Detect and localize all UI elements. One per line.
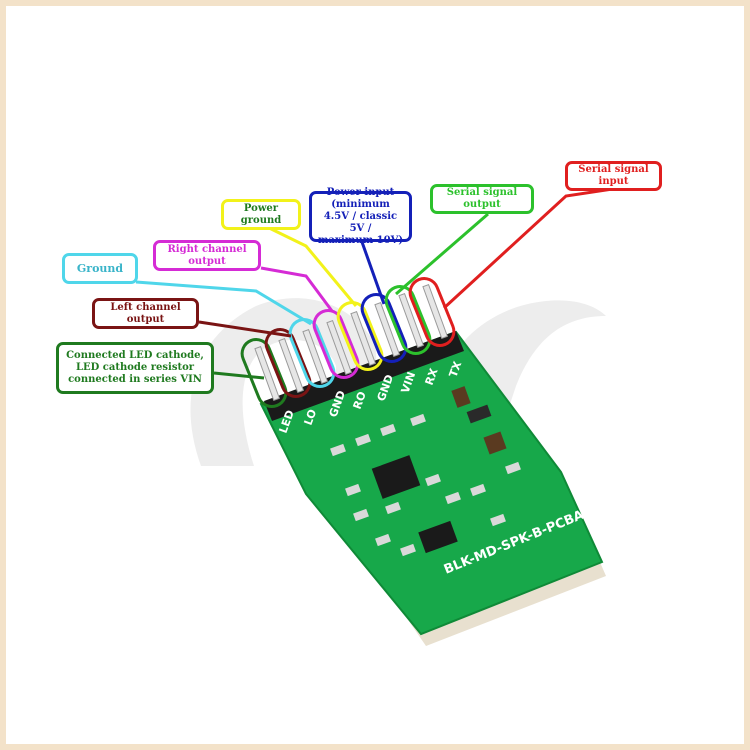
pin-label-tx: TX — [447, 359, 465, 379]
pin-label-lo: LO — [302, 408, 320, 427]
label-power-ground: Power ground — [221, 199, 301, 230]
pcb-board: BLK-MD-SPK-B-PCBA — [259, 330, 606, 646]
leader-serial-output — [395, 212, 489, 296]
pin-label-ro: RO — [351, 390, 369, 411]
leader-left-channel — [198, 320, 292, 338]
label-right-channel-output: Right channel output — [153, 240, 261, 271]
pin-label-rx: RX — [423, 366, 441, 387]
label-serial-signal-output: Serial signal output — [430, 184, 534, 214]
label-left-channel-output: Left channel output — [92, 298, 199, 329]
label-ground: Ground — [62, 253, 138, 284]
leader-led — [213, 371, 265, 380]
leader-right-channel — [260, 266, 334, 312]
leader-power-input — [360, 241, 386, 305]
leader-power-ground — [262, 223, 358, 307]
label-power-input: Power input (minimum 4.5V / classic 5V /… — [309, 187, 412, 246]
image-frame: BLK-MD-SPK-B-PCBA LED LO GND RO GND — [6, 6, 744, 744]
label-led-cathode: Connected LED cathode, LED cathode resis… — [56, 342, 214, 394]
label-serial-signal-input: Serial signal input — [565, 161, 662, 191]
module-diagram: BLK-MD-SPK-B-PCBA LED LO GND RO GND — [135, 182, 647, 646]
leader-ground — [135, 280, 312, 326]
